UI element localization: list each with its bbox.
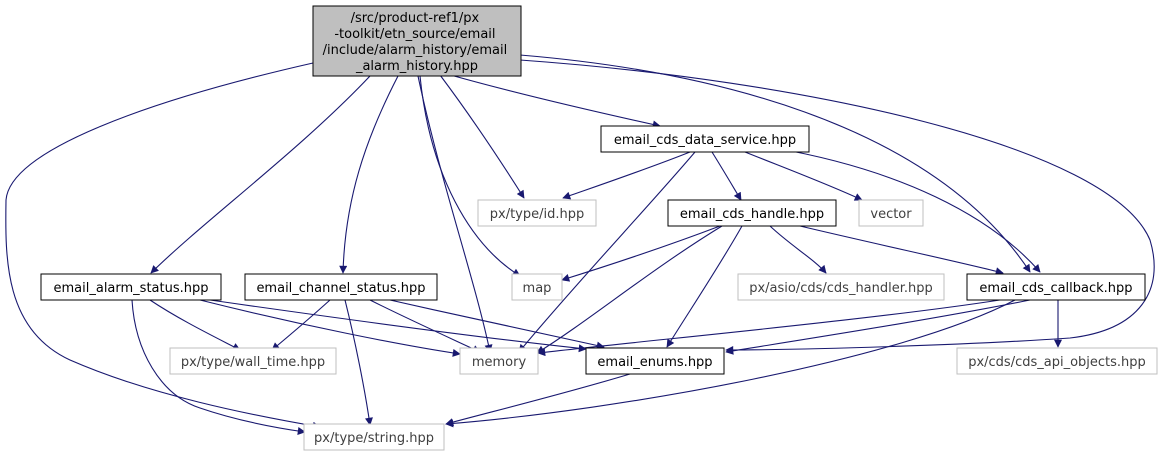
- edge-data-service-to-px-type-id: [562, 151, 691, 200]
- node-label: px/type/id.hpp: [490, 207, 585, 222]
- edge-handle-to-email-enums: [666, 225, 743, 348]
- node-label: px/type/wall_time.hpp: [181, 355, 325, 370]
- edge-data-service-to-email-cds-callback: [774, 147, 1041, 273]
- node-px-cds-api-objects[interactable]: px/cds/cds_api_objects.hpp: [956, 347, 1158, 375]
- node-label: memory: [472, 355, 527, 370]
- node-label: email_cds_handle.hpp: [680, 207, 824, 222]
- edge-root-to-px-type-string: [5, 62, 321, 430]
- edge-data-service-to-email-cds-handle: [711, 151, 742, 201]
- edge-channel-status-to-wall-time: [271, 299, 331, 351]
- node-root-email-alarm-history[interactable]: /src/product-ref1/px -toolkit/etn_source…: [312, 5, 522, 77]
- edge-root-to-email-alarm-status: [150, 75, 371, 274]
- node-label: map: [523, 281, 552, 296]
- node-px-type-wall-time[interactable]: px/type/wall_time.hpp: [169, 347, 337, 375]
- node-label: px/asio/cds/cds_handler.hpp: [749, 281, 933, 296]
- node-email-alarm-status[interactable]: email_alarm_status.hpp: [40, 273, 222, 301]
- node-label: email_cds_data_service.hpp: [614, 133, 796, 148]
- node-email-enums[interactable]: email_enums.hpp: [585, 347, 725, 375]
- node-px-asio-cds-handler[interactable]: px/asio/cds/cds_handler.hpp: [737, 273, 945, 301]
- edge-channel-status-to-memory: [369, 299, 481, 353]
- root-label-line-2: -toolkit/etn_source/email: [334, 27, 495, 42]
- edge-root-to-px-type-id: [439, 74, 525, 199]
- node-email-cds-data-service[interactable]: email_cds_data_service.hpp: [600, 125, 810, 153]
- edge-channel-status-to-email-enums: [389, 299, 605, 350]
- edge-handle-to-memory: [536, 225, 723, 354]
- edges: [5, 54, 1155, 435]
- node-map[interactable]: map: [511, 273, 563, 301]
- nodes: /src/product-ref1/px -toolkit/etn_source…: [40, 5, 1158, 451]
- node-email-channel-status[interactable]: email_channel_status.hpp: [244, 273, 438, 301]
- node-label: px/type/string.hpp: [314, 431, 434, 446]
- edge-email-enums-to-px-type-string: [445, 373, 631, 426]
- node-label: vector: [870, 207, 912, 222]
- edge-data-service-to-vector: [744, 151, 863, 201]
- node-px-type-string[interactable]: px/type/string.hpp: [303, 423, 445, 451]
- root-label-line-1: /src/product-ref1/px: [351, 11, 480, 26]
- edge-handle-to-map: [561, 225, 721, 282]
- edge-handle-to-email-cds-callback: [799, 225, 1004, 276]
- edge-alarm-status-to-px-type-string: [131, 299, 306, 435]
- node-label: px/cds/cds_api_objects.hpp: [968, 355, 1146, 370]
- node-vector[interactable]: vector: [858, 199, 924, 227]
- edge-root-to-email-channel-status: [339, 75, 399, 274]
- edge-alarm-status-to-memory: [199, 299, 461, 357]
- node-memory[interactable]: memory: [459, 347, 539, 375]
- edge-root-to-memory: [417, 75, 493, 353]
- edge-root-to-email-cds-callback: [519, 54, 1031, 273]
- root-label-line-4: _alarm_history.hpp: [355, 59, 478, 74]
- svg-text:/src/product-ref1/px -: /src/product-ref1/px -toolkit/etn_source…: [323, 11, 512, 74]
- edge-root-to-email-cds-data-service: [439, 71, 661, 129]
- edge-root-to-map: [419, 75, 521, 277]
- node-label: email_cds_callback.hpp: [979, 281, 1132, 296]
- edge-data-service-to-memory: [518, 151, 696, 353]
- edge-callback-to-email-enums: [725, 299, 1031, 355]
- edge-root-to-email-enums: [519, 59, 1155, 354]
- edge-callback-to-memory: [537, 299, 1001, 357]
- edge-channel-status-to-px-type-string: [344, 299, 373, 426]
- node-email-cds-handle[interactable]: email_cds_handle.hpp: [667, 199, 837, 227]
- node-email-cds-callback[interactable]: email_cds_callback.hpp: [966, 273, 1146, 301]
- node-px-type-id[interactable]: px/type/id.hpp: [477, 199, 597, 227]
- root-label-line-3: /include/alarm_history/email: [323, 43, 508, 58]
- edge-alarm-status-to-email-enums: [209, 299, 587, 353]
- edge-alarm-status-to-wall-time: [149, 299, 241, 351]
- node-label: email_alarm_status.hpp: [54, 281, 209, 296]
- edge-handle-to-cds-handler: [769, 225, 827, 274]
- node-label: email_enums.hpp: [597, 355, 712, 370]
- node-label: email_channel_status.hpp: [256, 281, 425, 296]
- edge-callback-to-px-type-string: [445, 299, 1016, 428]
